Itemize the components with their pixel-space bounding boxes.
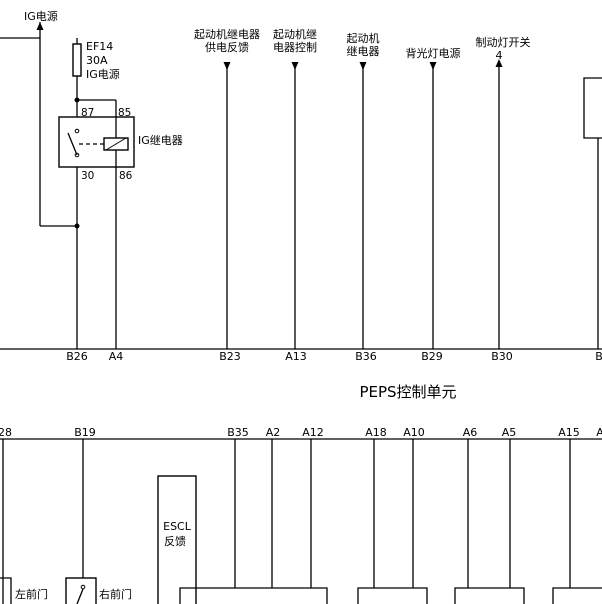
pin-label: B19 bbox=[74, 426, 96, 439]
relay-pin-86: 86 bbox=[119, 170, 133, 182]
fuse-ef14: EF14 30A IG电源 bbox=[72, 38, 120, 103]
pin-label: A4 bbox=[109, 350, 124, 363]
pin-label: A bbox=[596, 426, 602, 439]
signal-brake-light-switch: 制动灯开关 4 bbox=[476, 35, 531, 349]
pin-label: A18 bbox=[365, 426, 387, 439]
pin-label: B23 bbox=[219, 350, 241, 363]
signal-label-line1: 起动机继电器 bbox=[194, 27, 260, 41]
signal-label-line2: 4 bbox=[496, 49, 503, 62]
junction-dot bbox=[74, 223, 80, 229]
lower-component-box bbox=[454, 587, 525, 604]
pin-label: A2 bbox=[266, 426, 281, 439]
left-front-door-switch: 左前门 bbox=[0, 577, 48, 604]
module-title: PEPS控制单元 bbox=[359, 383, 456, 401]
signal-label-line1: 起动机继 bbox=[273, 27, 317, 41]
pin-label: B26 bbox=[66, 350, 88, 363]
lower-component-box bbox=[552, 587, 602, 604]
right-front-door-switch: 右前门 bbox=[65, 577, 132, 604]
escl-label-line1: ESCL bbox=[163, 520, 192, 533]
relay-name: IG继电器 bbox=[138, 134, 183, 147]
lower-component-box bbox=[357, 587, 428, 604]
pin-label: A5 bbox=[502, 426, 517, 439]
pin-label: B36 bbox=[355, 350, 377, 363]
fuse-name: EF14 bbox=[86, 40, 113, 53]
pin-label: B29 bbox=[421, 350, 443, 363]
escl-label-line2: 反馈 bbox=[164, 535, 186, 548]
signal-label-line2: 继电器 bbox=[347, 45, 380, 58]
pin-label: 28 bbox=[0, 426, 12, 439]
signal-starter-relay: 起动机 继电器 bbox=[347, 31, 380, 349]
pin-label: B30 bbox=[491, 350, 513, 363]
relay-pin-30: 30 bbox=[81, 170, 94, 182]
pin-label: B35 bbox=[227, 426, 249, 439]
signal-label-line1: 制动灯开关 bbox=[476, 35, 531, 49]
door-switch-label: 右前门 bbox=[99, 587, 132, 601]
signal-label-line1: 背光灯电源 bbox=[406, 46, 461, 60]
signal-starter-relay-control: 起动机继 电器控制 bbox=[273, 27, 317, 349]
pin-label: A15 bbox=[558, 426, 580, 439]
pin-label: A12 bbox=[302, 426, 324, 439]
fuse-source: IG电源 bbox=[86, 67, 120, 81]
peps-upper-pins: B26 A4 B23 A13 B36 B29 B30 B bbox=[66, 350, 602, 363]
signal-label-line2: 供电反馈 bbox=[205, 40, 249, 54]
ig-relay: 87 85 30 86 IG继电器 bbox=[58, 99, 183, 182]
right-edge-component bbox=[583, 77, 602, 139]
arrow-up-icon bbox=[36, 22, 44, 30]
pin-label: B bbox=[595, 350, 602, 363]
signal-backlight-power: 背光灯电源 bbox=[406, 46, 461, 349]
signal-label-line1: 起动机 bbox=[347, 31, 380, 45]
relay-pin-87: 87 bbox=[81, 107, 94, 119]
relay-switch-blade bbox=[67, 132, 78, 156]
peps-lower-pins: 28 B19 B35 A2 A12 A18 A10 A6 A5 A15 A bbox=[0, 426, 602, 439]
fuse-rating: 30A bbox=[86, 54, 108, 67]
pin-label: A13 bbox=[285, 350, 307, 363]
relay-pin-85: 85 bbox=[118, 107, 131, 119]
signal-label-line2: 电器控制 bbox=[273, 40, 317, 54]
signal-starter-relay-feedback: 起动机继电器 供电反馈 bbox=[194, 27, 260, 349]
arrow-up-icon bbox=[495, 59, 503, 67]
door-switch-label: 左前门 bbox=[15, 587, 48, 601]
pin-label: A10 bbox=[403, 426, 425, 439]
pin-label: A6 bbox=[463, 426, 478, 439]
escl-feedback: ESCL 反馈 bbox=[157, 475, 197, 604]
lower-component-box bbox=[179, 587, 328, 604]
ig-power-label: IG电源 bbox=[24, 9, 58, 23]
ig-power-feed: IG电源 bbox=[0, 9, 77, 227]
